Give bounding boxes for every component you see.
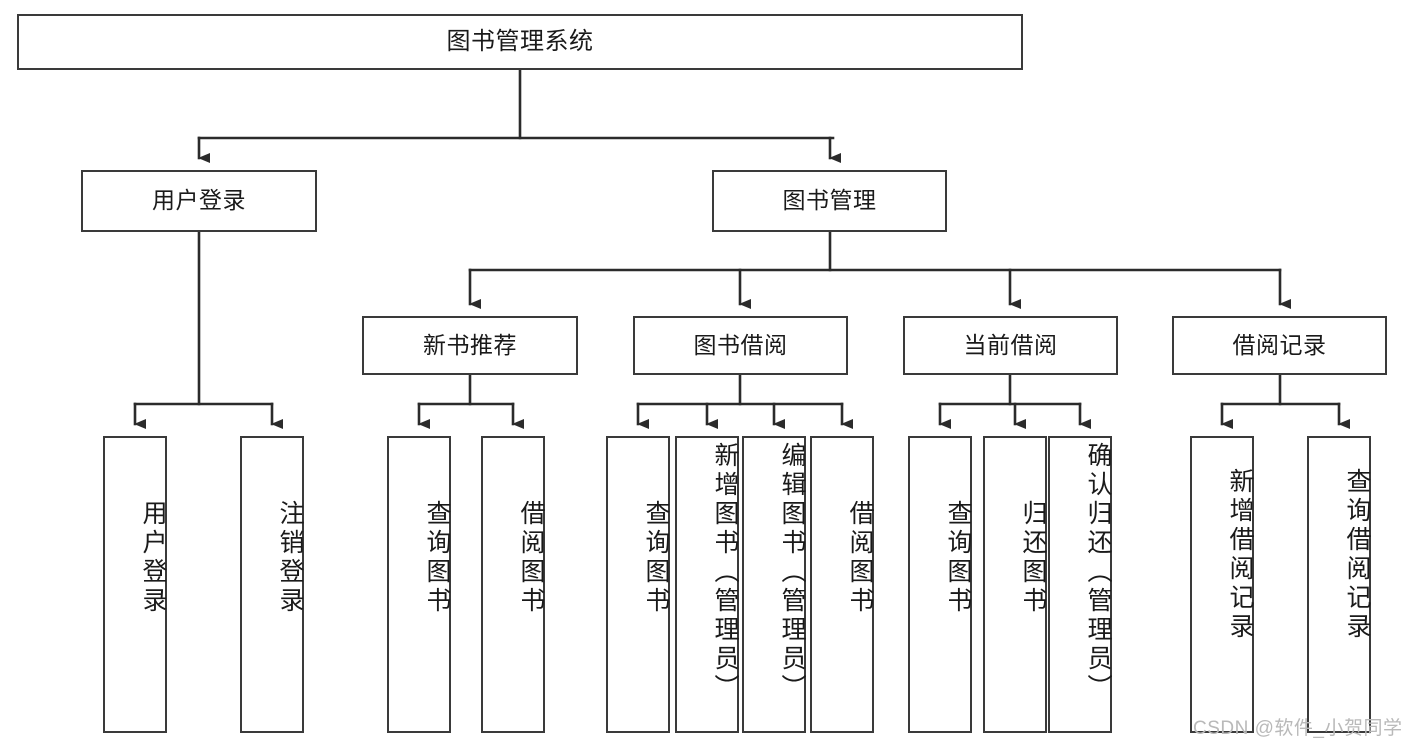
node-book-borrow[interactable]: 图书借阅	[633, 316, 848, 375]
node-current-borrow-label: 当前借阅	[963, 331, 1058, 358]
node-user-login[interactable]: 用户登录	[81, 170, 317, 232]
node-leaf-edit-book-admin[interactable]: 编辑图书（管理员）	[742, 436, 806, 733]
node-new-book-recommend-label: 新书推荐	[423, 331, 517, 358]
node-root-label: 图书管理系统	[446, 27, 594, 55]
node-leaf-borrow-book-1[interactable]: 借阅图书	[481, 436, 545, 733]
node-leaf-confirm-return-admin-label: 确认归还（管理员）	[1084, 442, 1112, 703]
node-leaf-add-borrow-record[interactable]: 新增借阅记录	[1190, 436, 1254, 733]
node-root[interactable]: 图书管理系统	[17, 14, 1023, 70]
node-current-borrow[interactable]: 当前借阅	[903, 316, 1118, 375]
node-leaf-borrow-book-1-label: 借阅图书	[517, 500, 545, 616]
node-leaf-query-book-1[interactable]: 查询图书	[387, 436, 451, 733]
node-leaf-query-book-2-label: 查询图书	[642, 500, 670, 616]
node-leaf-add-book-admin[interactable]: 新增图书（管理员）	[675, 436, 739, 733]
node-new-book-recommend[interactable]: 新书推荐	[362, 316, 578, 375]
node-borrow-record-label: 借阅记录	[1232, 331, 1327, 358]
node-user-login-label: 用户登录	[152, 187, 246, 214]
node-leaf-borrow-book-2[interactable]: 借阅图书	[810, 436, 874, 733]
node-leaf-user-login-label: 用户登录	[139, 500, 167, 616]
node-book-manage[interactable]: 图书管理	[712, 170, 947, 232]
node-leaf-user-logout[interactable]: 注销登录	[240, 436, 304, 733]
node-leaf-query-book-3[interactable]: 查询图书	[908, 436, 972, 733]
node-leaf-edit-book-admin-label: 编辑图书（管理员）	[778, 442, 806, 703]
node-leaf-query-book-3-label: 查询图书	[944, 500, 972, 616]
node-leaf-return-book-label: 归还图书	[1019, 500, 1047, 616]
node-leaf-return-book[interactable]: 归还图书	[983, 436, 1047, 733]
node-leaf-add-book-admin-label: 新增图书（管理员）	[711, 442, 739, 703]
node-leaf-query-book-1-label: 查询图书	[423, 500, 451, 616]
node-borrow-record[interactable]: 借阅记录	[1172, 316, 1387, 375]
node-leaf-query-borrow-record-label: 查询借阅记录	[1343, 468, 1371, 642]
node-book-borrow-label: 图书借阅	[693, 331, 788, 358]
node-leaf-add-borrow-record-label: 新增借阅记录	[1226, 468, 1254, 642]
node-leaf-query-book-2[interactable]: 查询图书	[606, 436, 670, 733]
node-book-manage-label: 图书管理	[782, 187, 877, 214]
node-leaf-user-login[interactable]: 用户登录	[103, 436, 167, 733]
node-leaf-user-logout-label: 注销登录	[276, 500, 304, 616]
csdn-watermark: CSDN @软件_小贺同学	[1193, 718, 1403, 739]
node-leaf-confirm-return-admin[interactable]: 确认归还（管理员）	[1048, 436, 1112, 733]
node-leaf-query-borrow-record[interactable]: 查询借阅记录	[1307, 436, 1371, 733]
node-leaf-borrow-book-2-label: 借阅图书	[846, 500, 874, 616]
